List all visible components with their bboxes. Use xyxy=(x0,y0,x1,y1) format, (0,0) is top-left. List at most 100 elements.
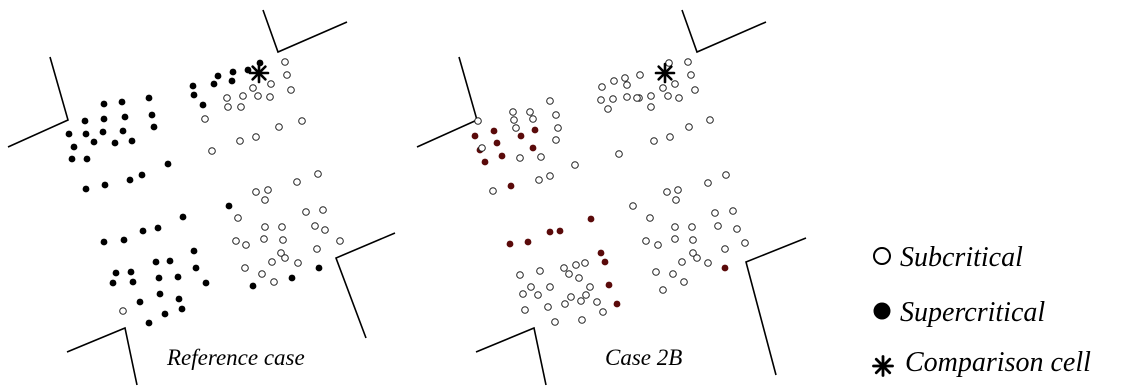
supercritical-cell xyxy=(129,278,137,286)
subcritical-cell xyxy=(571,161,579,169)
subcritical-cell xyxy=(552,136,560,144)
subcritical-cell xyxy=(281,254,289,262)
supercritical-cell xyxy=(128,137,136,145)
supercritical-cells xyxy=(471,126,729,308)
subcritical-cells xyxy=(474,58,749,326)
subcritical-cell xyxy=(647,103,655,111)
subcritical-cell xyxy=(659,84,667,92)
subcritical-cell xyxy=(283,71,291,79)
subcritical-cell xyxy=(684,58,692,66)
supercritical-cell xyxy=(524,238,532,246)
subcritical-cell xyxy=(534,291,542,299)
subcritical-cell xyxy=(208,147,216,155)
supercritical-cell xyxy=(493,139,501,147)
supercritical-cell xyxy=(199,101,207,109)
supercritical-cell xyxy=(471,132,479,140)
subcritical-cell xyxy=(714,222,722,230)
supercritical-cell xyxy=(178,305,186,313)
subcritical-cell xyxy=(675,94,683,102)
subcritical-cell xyxy=(650,137,658,145)
subcritical-cell xyxy=(615,150,623,158)
subcritical-cell xyxy=(560,264,568,272)
supercritical-cell xyxy=(164,160,172,168)
supercritical-cell xyxy=(139,227,147,235)
subcritical-cell xyxy=(267,80,275,88)
supercritical-cell xyxy=(155,274,163,282)
supercritical-cell xyxy=(161,310,169,318)
subcritical-cell xyxy=(572,261,580,269)
case-2b-caption: Case 2B xyxy=(605,345,682,370)
subcritical-cell xyxy=(582,291,590,299)
subcritical-cell xyxy=(664,92,672,100)
subcritical-cell xyxy=(119,307,127,315)
subcritical-cell xyxy=(610,77,618,85)
subcritical-cell xyxy=(665,59,673,67)
supercritical-cell xyxy=(498,152,506,160)
subcritical-cell xyxy=(691,86,699,94)
subcritical-cell xyxy=(521,306,529,314)
supercritical-cell xyxy=(556,227,564,235)
subcritical-cell xyxy=(581,259,589,267)
subcritical-cell xyxy=(671,223,679,231)
supercritical-cell xyxy=(179,213,187,221)
supercritical-cell xyxy=(145,94,153,102)
subcritical-cell xyxy=(623,93,631,101)
reference-case-caption: Reference case xyxy=(166,345,305,370)
subcritical-cell xyxy=(512,124,520,132)
supercritical-cell xyxy=(83,155,91,163)
subcritical-cell xyxy=(294,259,302,267)
subcritical-cell xyxy=(561,300,569,308)
supercritical-cell xyxy=(111,139,119,147)
subcritical-cell xyxy=(666,133,674,141)
subcritical-cell xyxy=(646,214,654,222)
subcritical-cell xyxy=(669,270,677,278)
subcritical-cell xyxy=(266,93,274,101)
subcritical-cell xyxy=(258,270,266,278)
legend: Subcritical Supercritical Comparison cel… xyxy=(872,242,1091,378)
supercritical-cell xyxy=(100,238,108,246)
supercritical-cell xyxy=(190,91,198,99)
subcritical-cell xyxy=(711,209,719,217)
supercritical-cell xyxy=(136,298,144,306)
supercritical-cell xyxy=(81,117,89,125)
subcritical-cell xyxy=(234,214,242,222)
supercritical-cell xyxy=(82,130,90,138)
supercritical-cell xyxy=(546,228,554,236)
supercritical-cell xyxy=(481,158,489,166)
subcritical-cell xyxy=(593,298,601,306)
supercritical-cell xyxy=(166,257,174,265)
subcritical-cell xyxy=(313,245,321,253)
legend-item-subcritical: Subcritical xyxy=(873,242,1023,273)
subcritical-cell xyxy=(671,80,679,88)
subcritical-cell xyxy=(546,97,554,105)
supercritical-cell xyxy=(190,247,198,255)
subcritical-cell xyxy=(578,316,586,324)
supercritical-cell xyxy=(214,72,222,80)
subcritical-cell xyxy=(264,186,272,194)
subcritical-cell xyxy=(281,58,289,66)
subcritical-cell xyxy=(336,237,344,245)
supercritical-cell xyxy=(68,155,76,163)
subcritical-cell xyxy=(201,115,209,123)
subcritical-cell xyxy=(268,258,276,266)
subcritical-cell xyxy=(552,111,560,119)
reference-case-panel: Reference case xyxy=(7,9,396,386)
subcritical-cell xyxy=(674,186,682,194)
subcritical-cell xyxy=(321,226,329,234)
subcritical-cell xyxy=(733,225,741,233)
supercritical-cell xyxy=(531,126,539,134)
supercritical-cell xyxy=(82,185,90,193)
subcritical-cell xyxy=(237,103,245,111)
subcritical-cell xyxy=(629,202,637,210)
subcritical-cell xyxy=(546,283,554,291)
supercritical-cell xyxy=(119,127,127,135)
supercritical-cell xyxy=(721,264,729,272)
subcritical-cell xyxy=(693,254,701,262)
subcritical-cell xyxy=(546,172,554,180)
subcritical-cell xyxy=(509,108,517,116)
supercritical-cell xyxy=(99,128,107,136)
subcritical-cell xyxy=(311,222,319,230)
subcritical-cell xyxy=(536,267,544,275)
subcritical-cell xyxy=(722,171,730,179)
subcritical-cell xyxy=(236,137,244,145)
